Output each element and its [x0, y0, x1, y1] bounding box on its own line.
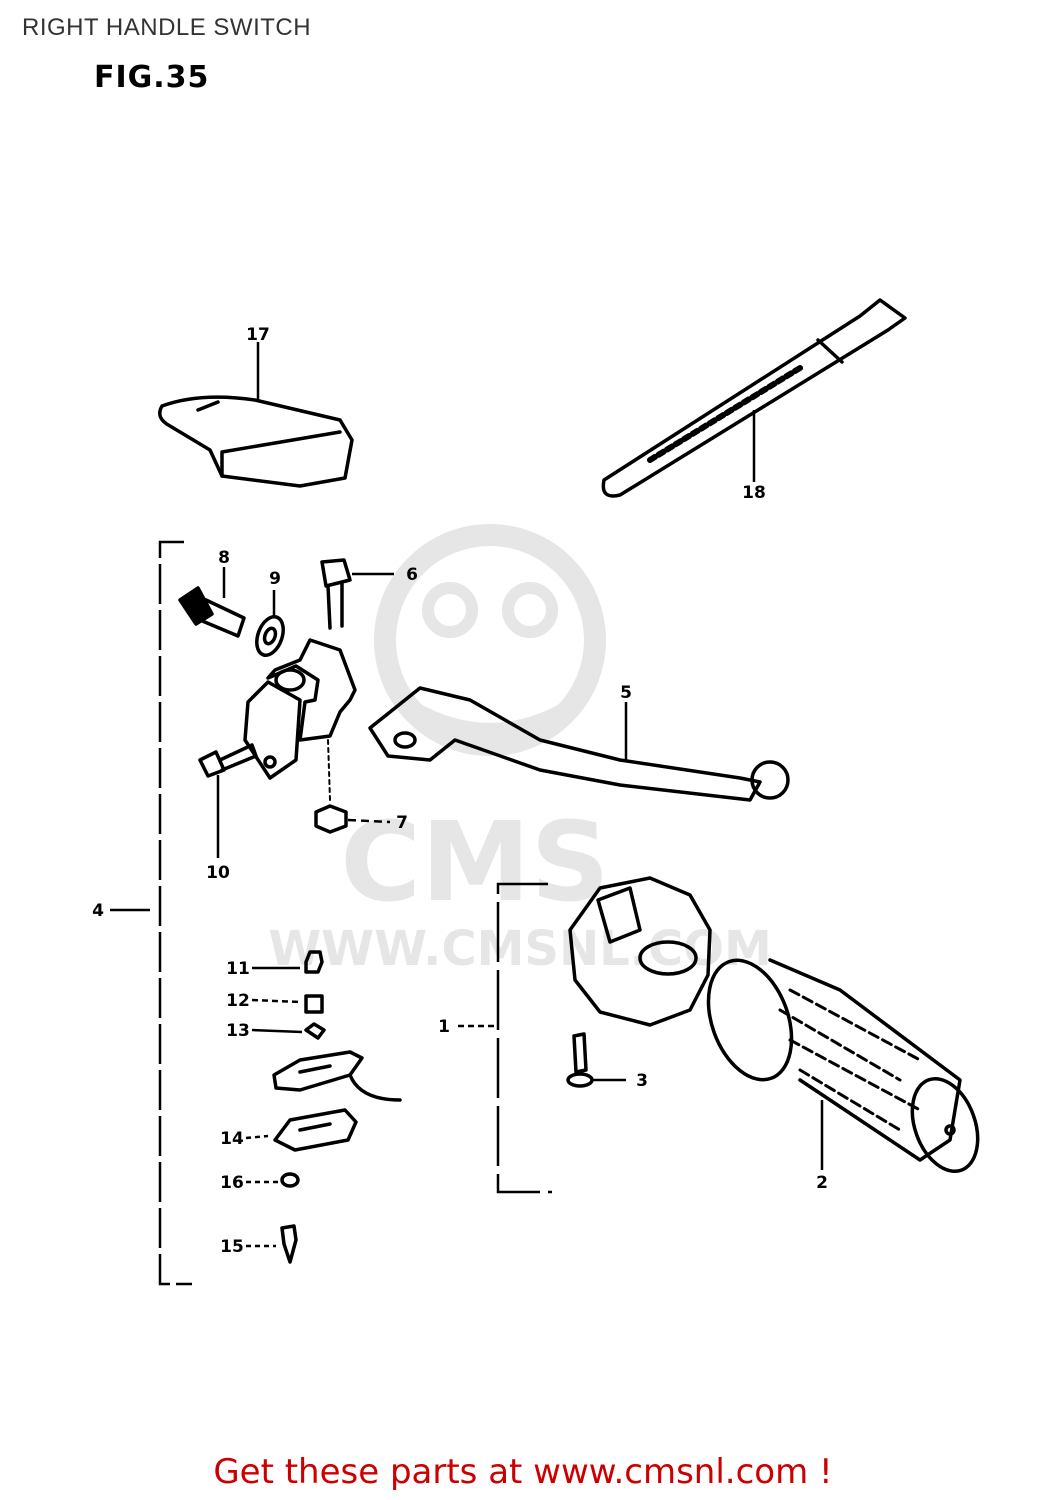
screw-part-3: [566, 1032, 594, 1088]
cable-tie-part-18: [601, 298, 907, 498]
callout-4: 4: [92, 901, 104, 921]
bracket-4: [158, 540, 192, 1286]
callout-13: 13: [226, 1021, 250, 1041]
small-parts-15-16: [280, 1172, 300, 1264]
switch-plate: [272, 1050, 402, 1102]
callout-16: 16: [220, 1173, 244, 1193]
callout-7: 7: [396, 813, 408, 833]
callout-12: 12: [226, 991, 250, 1011]
callout-3: 3: [636, 1071, 648, 1091]
leader-13: [251, 1028, 303, 1034]
watermark-logo: CMS WWW.CMSNL.COM: [268, 524, 772, 977]
switch-housing-part-1: [568, 876, 712, 1027]
callout-6: 6: [406, 565, 418, 585]
callout-15: 15: [220, 1237, 244, 1257]
figure-label: FIG.35: [94, 60, 210, 95]
callout-10: 10: [206, 863, 230, 883]
watermark-logo-text: CMS: [340, 798, 609, 926]
small-parts-11-13: [304, 950, 326, 1040]
callout-8: 8: [218, 548, 230, 568]
switch-part-14: [273, 1108, 358, 1152]
callout-5: 5: [620, 683, 632, 703]
brake-lever-part-5: [368, 686, 790, 802]
callout-14: 14: [220, 1129, 244, 1149]
cover-part-17: [158, 395, 354, 488]
nut-part-7: [314, 739, 348, 834]
callout-2: 2: [816, 1173, 828, 1193]
get-parts-link[interactable]: Get these parts at www.cmsnl.com !: [213, 1452, 833, 1492]
callout-1: 1: [438, 1017, 450, 1037]
pivot-bolt-part-6: [320, 558, 352, 630]
callout-17: 17: [246, 325, 270, 345]
bracket-1: [496, 882, 552, 1194]
callout-11: 11: [226, 959, 250, 979]
watermark-url-text: WWW.CMSNL.COM: [268, 921, 772, 977]
lever-holder: [243, 638, 357, 780]
callout-18: 18: [742, 483, 766, 503]
nut-part-9: [255, 615, 285, 657]
grip-part-2: [706, 958, 980, 1174]
leader-14: [245, 1134, 269, 1140]
page-title: RIGHT HANDLE SWITCH: [22, 14, 312, 41]
screw-part-10: [198, 743, 258, 778]
leader-7: [347, 818, 391, 824]
leader-12: [251, 998, 301, 1004]
adjuster-bolt-part-8: [178, 586, 246, 638]
callout-9: 9: [269, 569, 281, 589]
